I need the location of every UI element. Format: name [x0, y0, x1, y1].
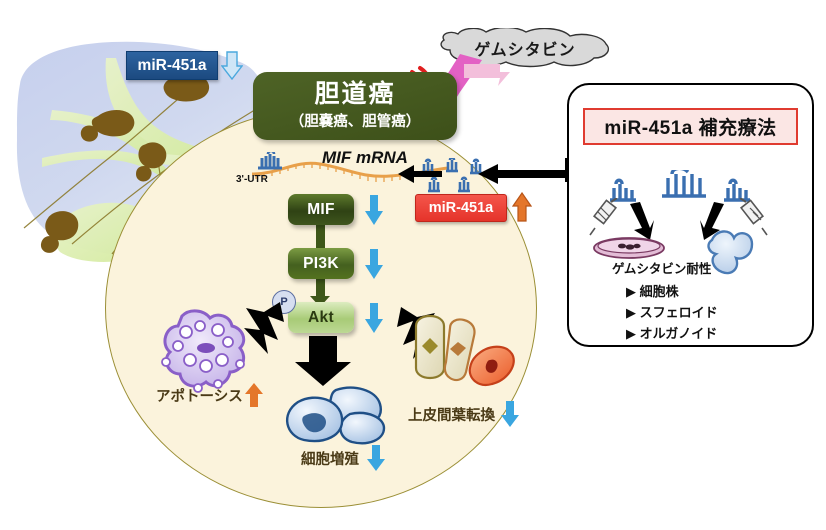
mif-mrna-label: MIF mRNA: [322, 148, 408, 167]
therapy-model-item: ▶ 細胞株: [626, 284, 679, 299]
protein-box-pi3k: PI3K: [288, 248, 354, 279]
protein-label-akt: Akt: [308, 308, 334, 326]
syringe-icon: [589, 198, 618, 236]
protein-label-pi3k: PI3K: [303, 254, 339, 272]
outcome-label-proliferation: 細胞増殖: [301, 452, 359, 468]
black-arrow-to-apoptosis: [244, 302, 284, 354]
organoid-icon: [707, 230, 754, 275]
therapy-model-item: ▶ オルガノイド: [626, 326, 718, 341]
gemcitabine-label: ゲムシタビン: [474, 42, 576, 59]
down-arrow-icon: [367, 445, 385, 471]
black-arrow-to-proliferation: [295, 336, 351, 386]
emt-cells-icon: [414, 314, 515, 386]
pi3k-to-akt-connector: [316, 278, 325, 300]
tumor-lesion: [40, 73, 210, 253]
mir-451a-red-badge: miR-451a: [415, 194, 507, 222]
down-arrow-icon: [700, 202, 724, 240]
proliferating-cells-icon: [286, 386, 386, 445]
mir-451a-liver-label: miR-451a: [137, 56, 207, 74]
therapy-model-item: ▶ スフェロイド: [626, 305, 718, 320]
mif-to-pi3k-connector: [316, 224, 325, 250]
left-arrow-icon: [398, 165, 442, 183]
outcome-label-emt: 上皮間葉転換: [408, 408, 495, 424]
syringe-icon: [739, 198, 768, 236]
outcome-label-apoptosis: アポトーシス: [156, 389, 243, 405]
down-arrow-icon: [501, 401, 519, 427]
pi3k-to-akt-arrowhead: [310, 296, 330, 307]
panel-to-cell-arrow: [478, 164, 570, 184]
up-arrow-icon: [512, 192, 532, 222]
disease-title-main: 胆道癌: [314, 79, 396, 108]
apoptotic-cell-icon: [161, 309, 246, 393]
phosphorylation-label: P: [280, 296, 288, 308]
mirna-hairpin-cluster-icon: [422, 158, 482, 193]
mir-451a-liver-badge: miR-451a: [126, 51, 218, 80]
therapy-panel-caption: ゲムシタビン耐性: [612, 262, 712, 276]
disease-title-box: 胆道癌 （胆嚢癌、胆管癌）: [253, 72, 457, 140]
therapy-panel-title: miR-451a 補充療法: [583, 108, 798, 145]
down-arrow-icon: [365, 195, 383, 225]
therapy-panel-title-label: miR-451a 補充療法: [604, 118, 777, 139]
mirna-hairpin-icon: [258, 152, 282, 170]
petri-dish-icon: [593, 237, 665, 259]
down-arrow-icon: [365, 303, 383, 333]
mirna-hairpin-cluster-icon: [610, 170, 750, 202]
down-arrow-icon: [365, 249, 383, 279]
up-arrow-icon: [245, 383, 263, 407]
protein-box-akt: Akt: [288, 302, 354, 333]
protein-box-mif: MIF: [288, 194, 354, 225]
protein-label-mif: MIF: [307, 200, 335, 218]
mir-451a-red-label: miR-451a: [428, 200, 494, 216]
utr-label: 3'-UTR: [236, 174, 268, 185]
down-arrow-icon: [221, 51, 243, 80]
down-arrow-icon: [630, 202, 654, 240]
gemcitabine-thought-cloud-icon: [440, 28, 610, 68]
disease-title-sub: （胆嚢癌、胆管癌）: [289, 114, 421, 131]
